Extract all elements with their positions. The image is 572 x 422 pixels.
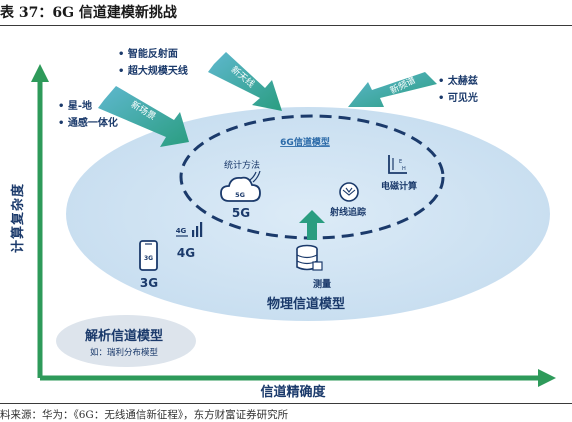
bullets-new-antenna: • 智能反射面 • 超大规模天线 <box>118 47 188 77</box>
phone-icon: 3G <box>139 240 158 271</box>
bullet-item: • 通感一体化 <box>58 116 118 129</box>
analytical-model-example: 如：瑞利分布模型 <box>90 347 159 358</box>
6g-model-label: 6G信道模型 <box>280 136 330 148</box>
arrow-new-spectrum-label: 新频谱 <box>388 74 418 97</box>
x-axis <box>40 369 556 387</box>
node-4g: 4G <box>177 246 195 260</box>
bullet-item: • 可见光 <box>438 91 478 104</box>
tower-icon-label: 4G <box>176 227 187 235</box>
node-3g: 3G <box>140 276 158 290</box>
bullet-item: • 智能反射面 <box>118 47 178 60</box>
analytical-model-ellipse: 解析信道模型 如：瑞利分布模型 <box>56 315 196 367</box>
arrow-new-scene: 新场景 <box>98 86 189 147</box>
arrow-new-spectrum: 新频谱 <box>348 72 437 107</box>
em-computation-icon: E H <box>388 155 407 174</box>
analytical-model-title: 解析信道模型 <box>84 328 163 344</box>
y-axis <box>31 64 49 378</box>
bullets-new-scene: • 星-地 • 通感一体化 <box>58 99 118 129</box>
measurement-arrow <box>299 210 325 240</box>
source-rule <box>0 403 572 404</box>
y-axis-label: 计算复杂度 <box>10 183 26 253</box>
bullets-new-spectrum: • 太赫兹 • 可见光 <box>438 74 478 104</box>
cloud-icon-label: 5G <box>235 191 245 199</box>
tower-icon: 4G <box>176 222 203 237</box>
bullet-item: • 星-地 <box>58 99 92 112</box>
node-statistical-method: 统计方法 <box>224 159 260 171</box>
phone-icon-label: 3G <box>144 255 153 262</box>
cloud-icon: 5G <box>220 170 261 202</box>
bullet-item: • 太赫兹 <box>438 74 478 87</box>
ray-tracing-icon <box>339 182 359 202</box>
node-5g: 5G <box>232 206 250 220</box>
svg-text:H: H <box>402 166 406 172</box>
node-ray-tracing: 射线追踪 <box>329 206 366 218</box>
bullet-item: • 超大规模天线 <box>118 64 188 77</box>
figure-title: 表 37：6G 信道建模新挑战 <box>0 5 177 21</box>
node-measurement: 测量 <box>313 278 331 290</box>
source-note: 料来源：华为：《6G：无线通信新征程》，东方财富证券研究所 <box>0 409 289 421</box>
diagram-canvas: 计算复杂度 信道精确度 解析信道模型 如：瑞利分布模型 物理信道模型 6G信道模… <box>10 47 556 400</box>
x-axis-label: 信道精确度 <box>260 384 326 400</box>
database-icon <box>296 244 323 271</box>
physical-model-label: 物理信道模型 <box>267 296 345 312</box>
title-rule <box>0 25 572 26</box>
arrow-new-antenna: 新天线 <box>208 52 282 111</box>
svg-text:E: E <box>399 159 402 165</box>
node-em-computation: 电磁计算 <box>381 180 417 192</box>
